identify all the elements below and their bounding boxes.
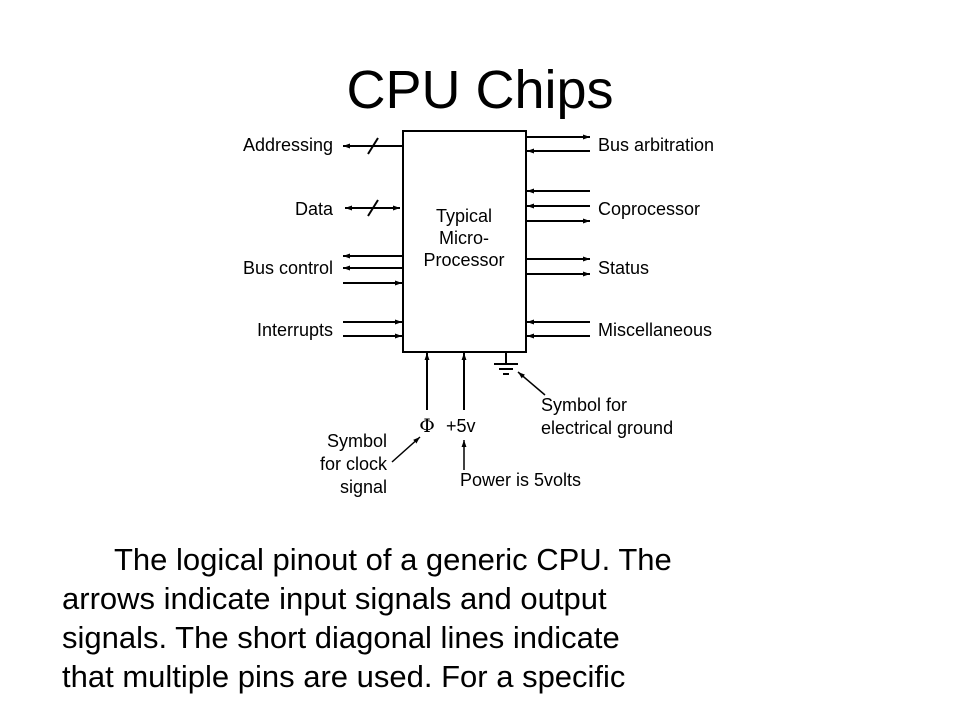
ground-note-line1: Symbol for [541,395,627,415]
caption-line-4: that multiple pins are used. For a speci… [62,659,626,694]
coprocessor-signals [526,188,590,224]
caption-line-2: arrows indicate input signals and output [62,581,607,616]
chip-label-line2: Micro- [439,228,489,248]
status-signals [526,256,590,277]
clock-note-line1: Symbol [327,431,387,451]
clock-note-line3: signal [340,477,387,497]
slide-title: CPU Chips [346,60,614,120]
miscellaneous-label: Miscellaneous [598,320,712,340]
bus-arbitration-label: Bus arbitration [598,135,714,155]
chip-label-line1: Typical [436,206,492,226]
addressing-label: Addressing [243,135,333,155]
caption-line-1: The logical pinout of a generic CPU. The [114,542,672,577]
ground-icon [494,352,518,375]
interrupts-signals [343,319,402,339]
cpu-chip-box [402,130,527,353]
power-note: Power is 5volts [460,470,581,490]
miscellaneous-signals [527,319,590,339]
bus-control-signals [343,253,403,286]
coprocessor-label: Coprocessor [598,199,700,219]
bus-control-label: Bus control [243,258,333,278]
addressing-signal [343,137,403,155]
ground-pointer-arrow [517,371,546,396]
clock-note-line2: for clock [320,454,388,474]
chip-label-line3: Processor [423,250,504,270]
data-signal [345,199,400,217]
power-label: +5v [446,416,476,436]
caption-line-3: signals. The short diagonal lines indica… [62,620,620,655]
bus-arbitration-signals [526,134,590,154]
status-label: Status [598,258,649,278]
clock-pointer-arrow [391,436,421,463]
caption-text: The logical pinout of a generic CPU. The… [62,540,942,696]
interrupts-label: Interrupts [257,320,333,340]
clock-symbol: Φ [419,415,435,437]
ground-note-line2: electrical ground [541,418,673,438]
data-label: Data [295,199,334,219]
